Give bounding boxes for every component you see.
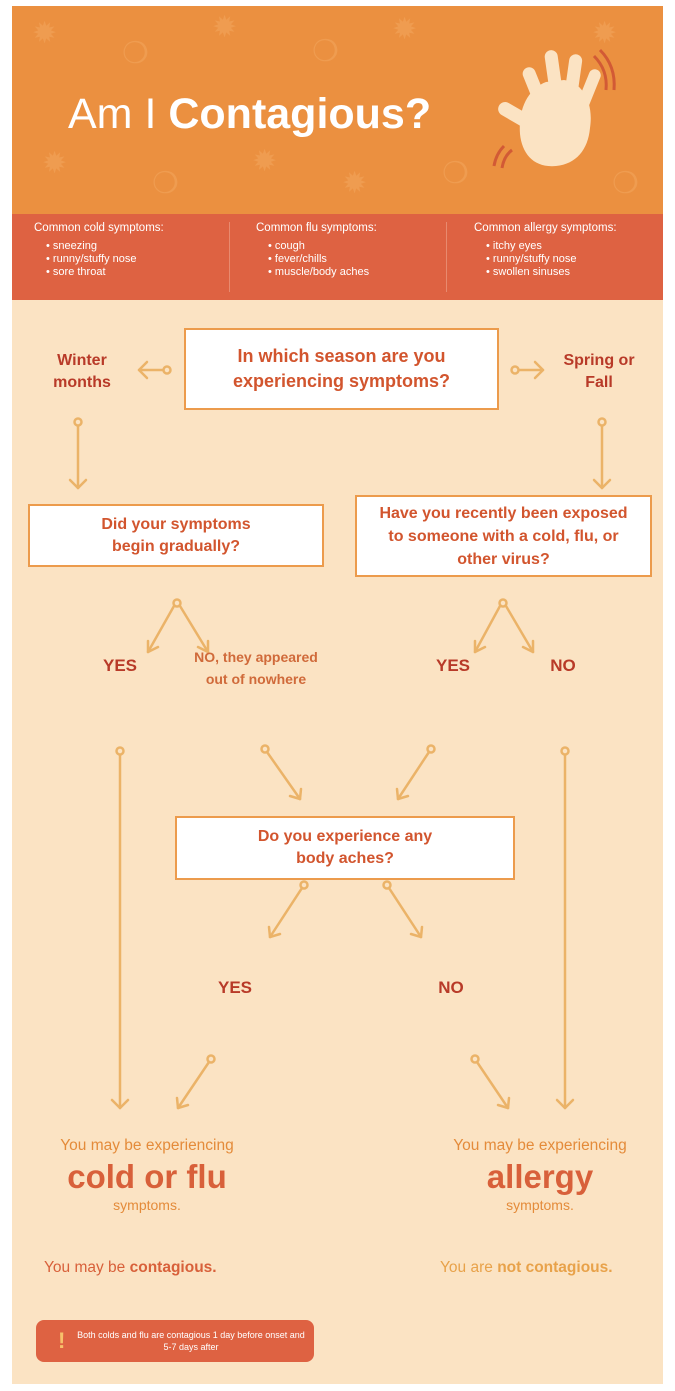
flow-connectors [68, 360, 612, 1110]
arrow-no-aches-allergy [470, 1054, 511, 1110]
arrow-winter-down [68, 417, 88, 490]
result-allergy: You may be experiencing allergy symptoms… [420, 1137, 660, 1213]
bacteria-icon: ❍ [152, 166, 179, 201]
cold-heading: Common cold symptoms: [34, 222, 164, 234]
bacteria-icon: ❍ [442, 156, 469, 191]
bacteria-icon: ❍ [122, 36, 149, 71]
list-item: runny/stuffy nose [486, 253, 663, 266]
list-item: runny/stuffy nose [46, 253, 244, 266]
allergy-heading: Common allergy symptoms: [474, 222, 617, 234]
exposed-question-text: Have you recently been exposed to someon… [379, 504, 628, 568]
list-item: cough [268, 240, 466, 253]
no-aches-label: NO [438, 978, 464, 997]
waving-hand-icon [492, 48, 616, 169]
aches-question: Do you experience any body aches? [175, 816, 515, 880]
spring-fall-label: Spring or Fall [563, 352, 635, 391]
result-cold-flu-intro: You may be experiencing [60, 1137, 234, 1154]
yes-aches-label: YES [217, 978, 253, 997]
result-allergy-title: allergy [486, 1158, 594, 1195]
arrow-season-winter [137, 360, 172, 380]
list-item: itchy eyes [486, 240, 663, 253]
contagious-prefix: You may be [44, 1259, 126, 1276]
not-contagious-prefix: You are [440, 1259, 493, 1276]
arrow-yes-to-aches [395, 744, 436, 801]
season-question-text: In which season are you experiencing sym… [232, 346, 451, 391]
allergy-symptoms: Common allergy symptoms: itchy eyes runn… [474, 222, 663, 279]
virus-icon: ✹ [42, 146, 68, 181]
cold-symptoms: Common cold symptoms: sneezing runny/stu… [34, 222, 244, 279]
bacteria-icon: ❍ [312, 34, 339, 69]
arrow-yes-to-coldflu [110, 746, 130, 1110]
flu-heading: Common flu symptoms: [256, 222, 377, 234]
arrow-aches-no [382, 880, 424, 939]
winter-months-label: Winter months [53, 352, 111, 391]
arrow-season-spring [510, 360, 545, 380]
season-question: In which season are you experiencing sym… [184, 328, 499, 410]
virus-icon: ✹ [212, 10, 238, 45]
list-item: sore throat [46, 266, 244, 279]
divider [229, 222, 230, 292]
no-gradual-label: NO, they appeared out of nowhere [194, 649, 318, 687]
allergy-list: itchy eyes runny/stuffy nose swollen sin… [474, 240, 663, 279]
result-allergy-intro: You may be experiencing [453, 1137, 627, 1154]
result-cold-flu-title: cold or flu [67, 1158, 227, 1195]
yes-gradual-label: YES [102, 656, 138, 675]
page-title: Am I Contagious? [68, 90, 431, 139]
arrow-no-to-allergy [555, 746, 575, 1110]
contagious-note: ! Both colds and flu are contagious 1 da… [36, 1320, 314, 1362]
arrow-no-to-aches [260, 744, 303, 801]
bacteria-icon: ❍ [612, 166, 639, 201]
virus-icon: ✹ [392, 12, 418, 47]
list-item: muscle/body aches [268, 266, 466, 279]
virus-icon: ✹ [342, 166, 368, 201]
flu-list: cough fever/chills muscle/body aches [256, 240, 466, 279]
gradual-question: Did your symptoms begin gradually? [28, 504, 324, 567]
contagious-statement: You may be contagious. [44, 1259, 217, 1277]
yes-exposed-label: YES [435, 656, 471, 675]
result-cold-flu: You may be experiencing cold or flu symp… [22, 1137, 272, 1213]
cold-list: sneezing runny/stuffy nose sore throat [34, 240, 244, 279]
title-prefix: Am I [68, 90, 157, 138]
note-text: Both colds and flu are contagious 1 day … [77, 1330, 305, 1352]
title-bold: Contagious? [168, 90, 432, 138]
exposed-question: Have you recently been exposed to someon… [355, 495, 652, 577]
divider [446, 222, 447, 292]
virus-icon: ✹ [32, 16, 58, 51]
virus-icon: ✹ [252, 144, 278, 179]
list-item: sneezing [46, 240, 244, 253]
not-contagious-statement: You are not contagious. [440, 1259, 613, 1277]
header-banner: ✹ ❍ ✹ ❍ ✹ ✹ ❍ ✹ ✹ ❍ ✹ ❍ Am I Contagious? [12, 6, 663, 214]
contagious-bold: contagious. [129, 1259, 217, 1276]
arrow-exposed-split [473, 598, 535, 654]
flu-symptoms: Common flu symptoms: cough fever/chills … [256, 222, 466, 279]
gradual-question-text: Did your symptoms begin gradually? [101, 515, 251, 555]
arrow-spring-down [592, 417, 612, 490]
list-item: fever/chills [268, 253, 466, 266]
symptoms-bar: Common cold symptoms: sneezing runny/stu… [12, 214, 663, 300]
list-item: swollen sinuses [486, 266, 663, 279]
no-exposed-label: NO [550, 656, 576, 675]
not-contagious-bold: not contagious. [497, 1259, 613, 1276]
arrow-yes-aches-coldflu [175, 1054, 216, 1110]
arrow-gradual-split [146, 598, 210, 654]
virus-icon: ✹ [592, 16, 618, 51]
infographic: ✹ ❍ ✹ ❍ ✹ ✹ ❍ ✹ ✹ ❍ ✹ ❍ Am I Contagious? [12, 6, 663, 1384]
aches-question-text: Do you experience any body aches? [257, 828, 433, 867]
exclamation-icon: ! [58, 1328, 66, 1353]
arrow-aches-yes [267, 880, 309, 939]
result-cold-flu-suffix: symptoms. [113, 1197, 181, 1213]
result-allergy-suffix: symptoms. [506, 1197, 574, 1213]
